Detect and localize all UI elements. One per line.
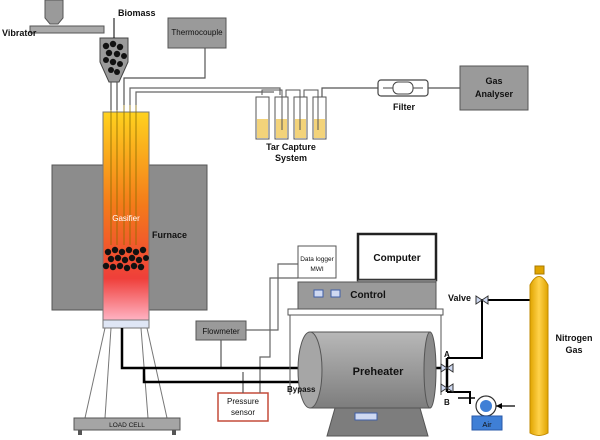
data-logger-label-1: Data logger	[300, 256, 334, 263]
valve-a[interactable]: A	[440, 350, 454, 373]
furnace-label: Furnace	[152, 230, 187, 240]
pressure-sensor-label-1: Pressure	[227, 397, 260, 406]
load-cell-stand: LOAD CELL	[73, 327, 181, 435]
nitrogen-label-2: Gas	[565, 345, 582, 355]
gas-analyser-label-1: Gas	[485, 76, 502, 86]
preheater-label: Preheater	[353, 366, 404, 378]
flowmeter: Flowmeter	[195, 263, 298, 368]
valve-label: Valve	[448, 293, 471, 303]
bypass-label: Bypass	[287, 385, 316, 394]
valve-b-label: B	[444, 398, 450, 407]
biomass-pellets	[102, 40, 127, 75]
air-supply: Air	[471, 395, 515, 431]
gas-analyser-label-2: Analyser	[475, 89, 514, 99]
filter-label: Filter	[393, 102, 416, 112]
pressure-sensor: Pressure sensor	[217, 277, 298, 422]
load-cell-label: LOAD CELL	[109, 422, 145, 429]
flowmeter-label: Flowmeter	[202, 327, 240, 336]
valve-a-label: A	[444, 350, 450, 359]
nitrogen-label-1: Nitrogen	[556, 333, 593, 343]
control-label: Control	[350, 290, 386, 301]
thermocouple: Thermocouple	[123, 17, 227, 105]
valve-b[interactable]: B	[440, 383, 454, 407]
air-label: Air	[482, 420, 492, 429]
computer-label: Computer	[373, 253, 420, 264]
preheater: Preheater Bypass	[287, 331, 437, 437]
gas-analyser: Gas Analyser	[459, 65, 529, 111]
biomass-label: Biomass	[118, 8, 156, 18]
bed-particles	[102, 246, 149, 272]
gasifier: Gasifier	[102, 105, 150, 329]
filter: Filter	[377, 79, 460, 112]
vibrator: Vibrator	[2, 0, 105, 38]
biomass-hopper: Biomass	[99, 8, 156, 83]
tar-capture-label-1: Tar Capture	[266, 142, 316, 152]
vibrator-label: Vibrator	[2, 28, 37, 38]
control-station: Data logger MWI Computer Control	[287, 232, 444, 395]
tar-capture-system: Tar Capture System	[255, 87, 378, 163]
nitrogen-valve[interactable]: Valve	[448, 293, 489, 305]
data-logger-label-2: MWI	[310, 266, 324, 273]
pressure-sensor-label-2: sensor	[231, 408, 255, 417]
nitrogen-cylinder: Nitrogen Gas	[529, 265, 593, 436]
thermocouple-label: Thermocouple	[171, 28, 223, 37]
gasifier-label: Gasifier	[112, 214, 140, 223]
tar-capture-label-2: System	[275, 153, 307, 163]
